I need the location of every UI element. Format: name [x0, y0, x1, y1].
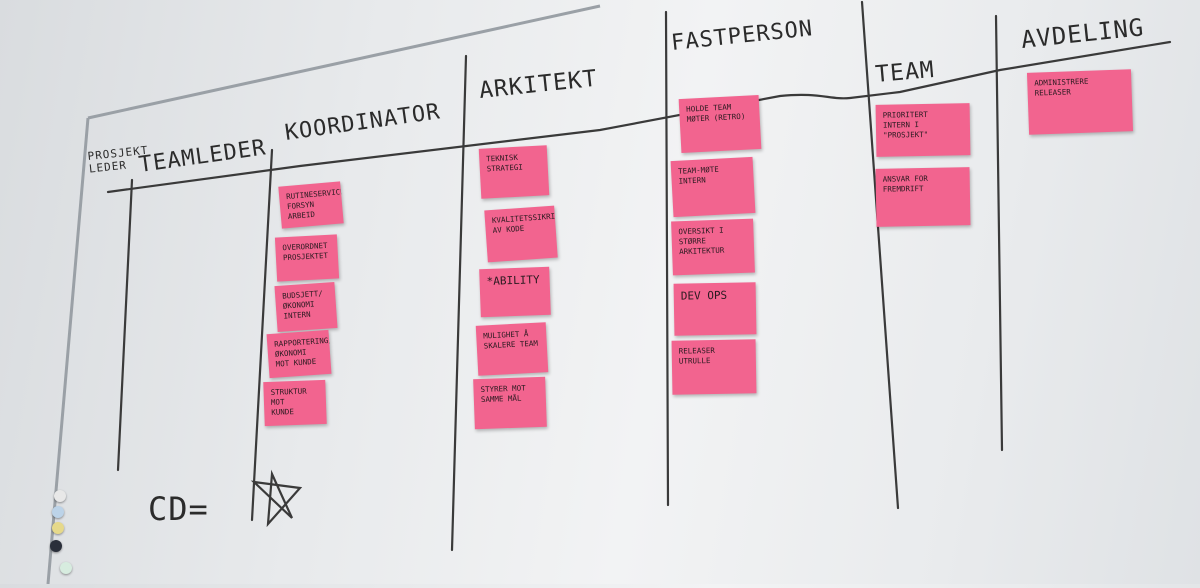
- magnet-yellow-icon[interactable]: [52, 522, 64, 534]
- note-arkitekt-1[interactable]: Teknisk strategi: [478, 145, 550, 199]
- header-team: TEAM: [874, 57, 935, 88]
- note-koordinator-5[interactable]: Struktur mot kunde: [263, 379, 327, 427]
- board-top-edge: [87, 4, 601, 120]
- note-koordinator-3[interactable]: Budsjett/ økonomi intern: [274, 281, 338, 333]
- note-team-1[interactable]: Prioritert intern i "prosjekt": [875, 103, 971, 157]
- note-fastperson-1[interactable]: Holde team møter (retro): [678, 94, 762, 154]
- column-divider-3: [450, 54, 468, 552]
- column-divider-2: [250, 148, 274, 522]
- note-fastperson-5[interactable]: Releaser utrulle: [671, 339, 757, 395]
- note-fastperson-2[interactable]: Team-møte intern: [670, 156, 756, 218]
- column-divider-1: [116, 178, 134, 472]
- note-arkitekt-4[interactable]: Mulighet å skalere team: [475, 322, 549, 376]
- magnet-dark-icon[interactable]: [50, 540, 62, 552]
- header-underline: [106, 40, 1172, 194]
- note-avdeling-1[interactable]: Administrere releaser: [1026, 69, 1134, 135]
- note-arkitekt-2[interactable]: Kvalitetssikring av kode: [484, 205, 558, 263]
- header-koordinator: KOORDINATOR: [283, 99, 442, 146]
- magnet-blue-icon[interactable]: [52, 506, 64, 518]
- note-team-2[interactable]: Ansvar for fremdrift: [875, 167, 971, 227]
- header-fastperson: FASTPERSON: [670, 16, 814, 56]
- star-sketch-icon: [250, 469, 303, 528]
- header-arkitekt: ARKITEKT: [478, 66, 599, 104]
- note-koordinator-4[interactable]: Rapportering/ økonomi mot kunde: [266, 329, 332, 379]
- note-koordinator-1[interactable]: Rutineservice forsyn arbeid: [278, 181, 344, 229]
- header-teamleder: TEAMLEDER: [137, 135, 267, 178]
- header-avdeling: AVDELING: [1020, 13, 1146, 54]
- cd-annotation: CD=: [148, 490, 209, 528]
- note-fastperson-4[interactable]: DEV OPS: [673, 282, 757, 336]
- note-arkitekt-5[interactable]: Styrer mot samme mål: [473, 376, 547, 430]
- column-divider-6: [994, 14, 1004, 452]
- magnet-white-icon[interactable]: [54, 490, 66, 502]
- note-koordinator-2[interactable]: Overordnet prosjektet: [274, 234, 340, 282]
- note-fastperson-3[interactable]: Oversikt i større arkitektur: [671, 218, 755, 276]
- column-divider-5: [860, 0, 900, 510]
- header-prosjektleder: PROSJEKTLEDER: [87, 144, 150, 176]
- column-divider-4: [664, 10, 670, 507]
- note-arkitekt-3[interactable]: *ABILITY: [479, 266, 551, 318]
- magnet-green-icon[interactable]: [60, 562, 72, 574]
